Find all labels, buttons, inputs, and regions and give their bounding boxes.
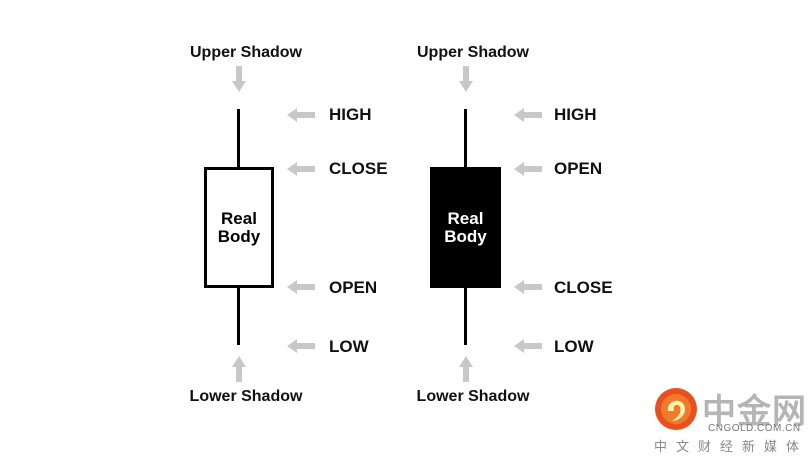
lower-wick xyxy=(237,286,240,345)
upper-shadow-label: Upper Shadow xyxy=(189,44,303,61)
logo-domain: CNGOLD.COM.CN xyxy=(708,423,801,434)
down-arrow-icon xyxy=(459,66,473,92)
close-label: CLOSE xyxy=(554,278,613,297)
low-label: LOW xyxy=(329,337,369,356)
upper-wick xyxy=(464,109,467,169)
up-arrow-icon xyxy=(232,356,246,382)
real-body-line2: Body xyxy=(217,226,261,246)
real-body-line2: Body xyxy=(444,226,487,246)
left-arrow-icon xyxy=(514,339,542,353)
lower-shadow-label: Lower Shadow xyxy=(416,388,530,405)
down-arrow-icon xyxy=(232,66,246,92)
upper-shadow-label: Upper Shadow xyxy=(416,44,530,61)
left-arrow-icon xyxy=(287,339,315,353)
up-arrow-icon xyxy=(459,356,473,382)
logo-chinese-name: 中金网 xyxy=(702,392,807,432)
high-label: HIGH xyxy=(329,105,372,124)
open-label: OPEN xyxy=(554,159,603,178)
upper-wick xyxy=(237,109,240,169)
left-arrow-icon xyxy=(287,162,315,176)
lower-wick xyxy=(464,286,467,345)
open-label: OPEN xyxy=(329,278,378,297)
left-arrow-icon xyxy=(287,280,315,294)
left-arrow-icon xyxy=(514,108,542,122)
left-arrow-icon xyxy=(514,280,542,294)
lower-shadow-label: Lower Shadow xyxy=(189,388,303,405)
high-label: HIGH xyxy=(554,105,597,124)
cngold-logo-icon xyxy=(655,388,697,430)
logo-tagline: 中文财经新媒体 xyxy=(654,439,809,454)
low-label: LOW xyxy=(554,337,594,356)
left-arrow-icon xyxy=(514,162,542,176)
left-arrow-icon xyxy=(287,108,315,122)
real-body-line1: Real xyxy=(447,208,484,228)
close-label: CLOSE xyxy=(329,159,388,178)
real-body-line1: Real xyxy=(221,208,257,228)
